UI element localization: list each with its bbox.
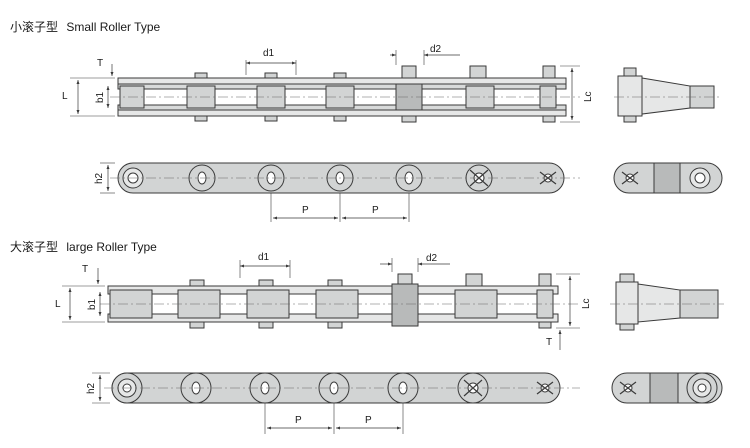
dim-label-T: T (97, 58, 103, 69)
dim-label-d2: d2 (426, 253, 438, 264)
section-title-en: Small Roller Type (66, 20, 161, 34)
dim-label-b1: b1 (95, 91, 106, 103)
section-title-small-roller: 小滚子型 Small Roller Type (10, 18, 160, 35)
small-roller-side-view (100, 162, 580, 222)
dim-label-P: P (295, 415, 302, 426)
small-roller-top-view (70, 50, 580, 123)
dim-label-P: P (365, 415, 372, 426)
dim-label-d1: d1 (258, 252, 270, 263)
dim-label-T: T (82, 264, 88, 275)
section-title-cn: 大滚子型 (10, 240, 59, 254)
dim-label-Lc: Lc (581, 298, 592, 309)
large-roller-end-view-side (611, 372, 723, 404)
section-title-cn: 小滚子型 (10, 20, 59, 34)
dim-label-T: T (546, 337, 552, 348)
dim-label-h2: h2 (94, 172, 105, 184)
small-roller-end-view-top (614, 67, 720, 123)
section-title-en: large Roller Type (66, 240, 157, 254)
dim-label-L: L (55, 299, 61, 310)
large-roller-side-view (92, 372, 580, 434)
section-title-large-roller: 大滚子型 large Roller Type (10, 238, 157, 255)
dim-label-b1: b1 (87, 298, 98, 310)
dim-label-d2: d2 (430, 44, 442, 55)
large-roller-top-view (62, 258, 580, 350)
large-roller-end-view-top (610, 273, 724, 331)
small-roller-end-view-side (613, 162, 723, 194)
dim-label-L: L (62, 91, 68, 102)
dim-label-P: P (372, 205, 379, 216)
dim-label-Lc: Lc (583, 91, 594, 102)
dim-label-d1: d1 (263, 48, 275, 59)
dim-label-P: P (302, 205, 309, 216)
dim-label-h2: h2 (86, 382, 97, 394)
